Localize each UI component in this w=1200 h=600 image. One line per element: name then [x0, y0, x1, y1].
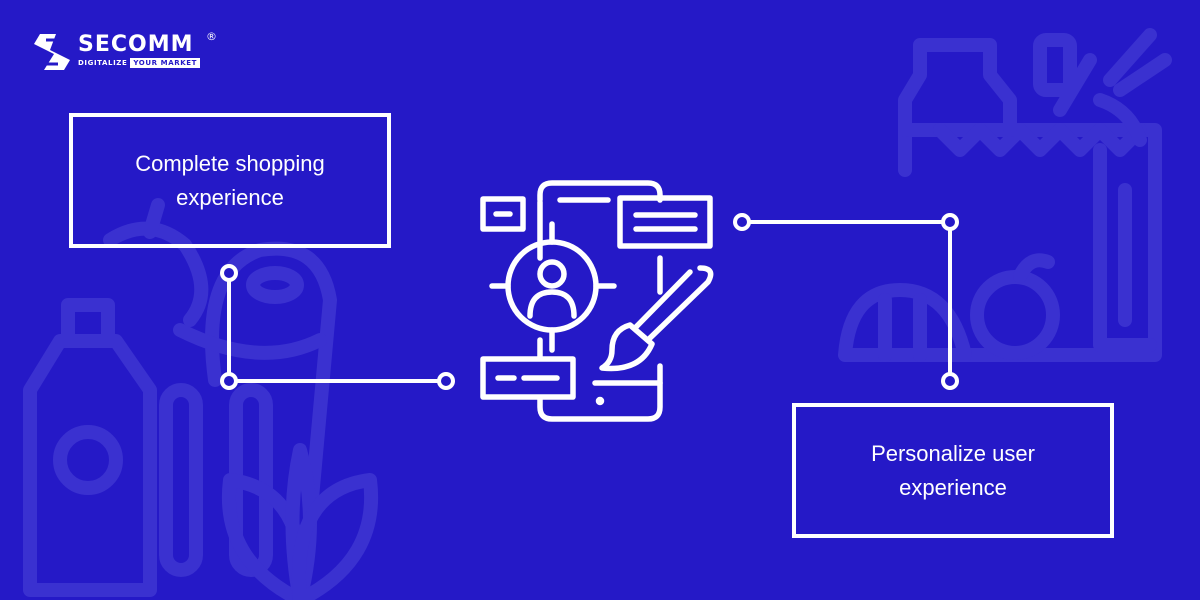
bottle-watermark-icon: [23, 298, 157, 597]
tagline-part2: YOUR MARKET: [130, 58, 200, 68]
leaves-watermark-icon: [221, 443, 379, 600]
tagline-part1: DIGITALIZE: [78, 59, 128, 67]
brand-logo[interactable]: SECOMM ® DIGITALIZE YOUR MARKET: [30, 30, 230, 80]
secomm-logo-icon: [34, 34, 70, 70]
node-label-line2: experience: [899, 474, 1007, 500]
connector-dot: [220, 264, 238, 282]
connector-dot: [941, 372, 959, 390]
node-complete-shopping-experience: Complete shopping experience: [69, 113, 391, 248]
milk-carton-watermark-icon: [898, 38, 1017, 137]
node-label-line1: Complete shopping: [135, 150, 325, 176]
node-label-line1: Personalize user: [871, 440, 1035, 466]
brand-name: SECOMM: [78, 32, 194, 57]
brand-tagline: DIGITALIZE YOUR MARKET: [78, 58, 200, 68]
connector-dot: [220, 372, 238, 390]
registered-mark: ®: [206, 30, 217, 43]
produce-watermark-icon: [1033, 28, 1172, 147]
connector-dot: [733, 213, 751, 231]
connector-dot: [941, 213, 959, 231]
fruit-watermark-icon: [838, 253, 1060, 362]
node-personalize-user-experience: Personalize user experience: [792, 403, 1114, 538]
connector-dot: [437, 372, 455, 390]
node-label-line2: experience: [176, 184, 284, 210]
